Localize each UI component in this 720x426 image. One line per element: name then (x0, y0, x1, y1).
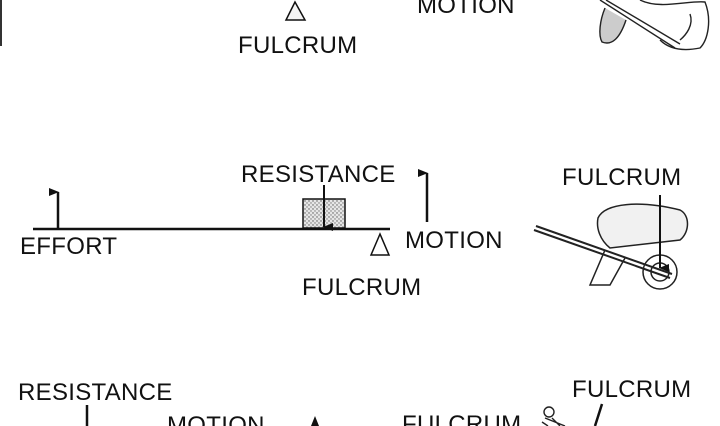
middle-lever-panel (33, 169, 689, 290)
motion-label: MOTION (405, 227, 503, 254)
effort-label: EFFORT (20, 233, 118, 260)
fulcrum-label: FULCRUM (302, 274, 422, 301)
fulcrum-triangle (369, 232, 391, 256)
bottom-lever-panel (85, 403, 604, 426)
top-motion-label: MOTION (417, 0, 515, 19)
figure-fulcrum-label: FULCRUM (572, 376, 692, 403)
motion-arrow-head (311, 416, 319, 426)
figure-illustration (541, 406, 566, 426)
wheelbarrow-fulcrum-label: FULCRUM (562, 164, 682, 191)
bottom-fulcrum-label: FULCRUM (402, 411, 522, 426)
bottom-motion-label: MOTION (167, 412, 265, 426)
fulcrum-triangle (284, 0, 307, 21)
hand-illustration (599, 0, 710, 51)
wheelbarrow-illustration (533, 203, 689, 290)
bottom-resistance-label: RESISTANCE (18, 379, 173, 406)
resistance-label: RESISTANCE (241, 161, 396, 188)
top-lever-panel (0, 0, 710, 51)
figure-fulcrum-arrow (593, 403, 604, 426)
top-fulcrum-label: FULCRUM (238, 32, 358, 59)
